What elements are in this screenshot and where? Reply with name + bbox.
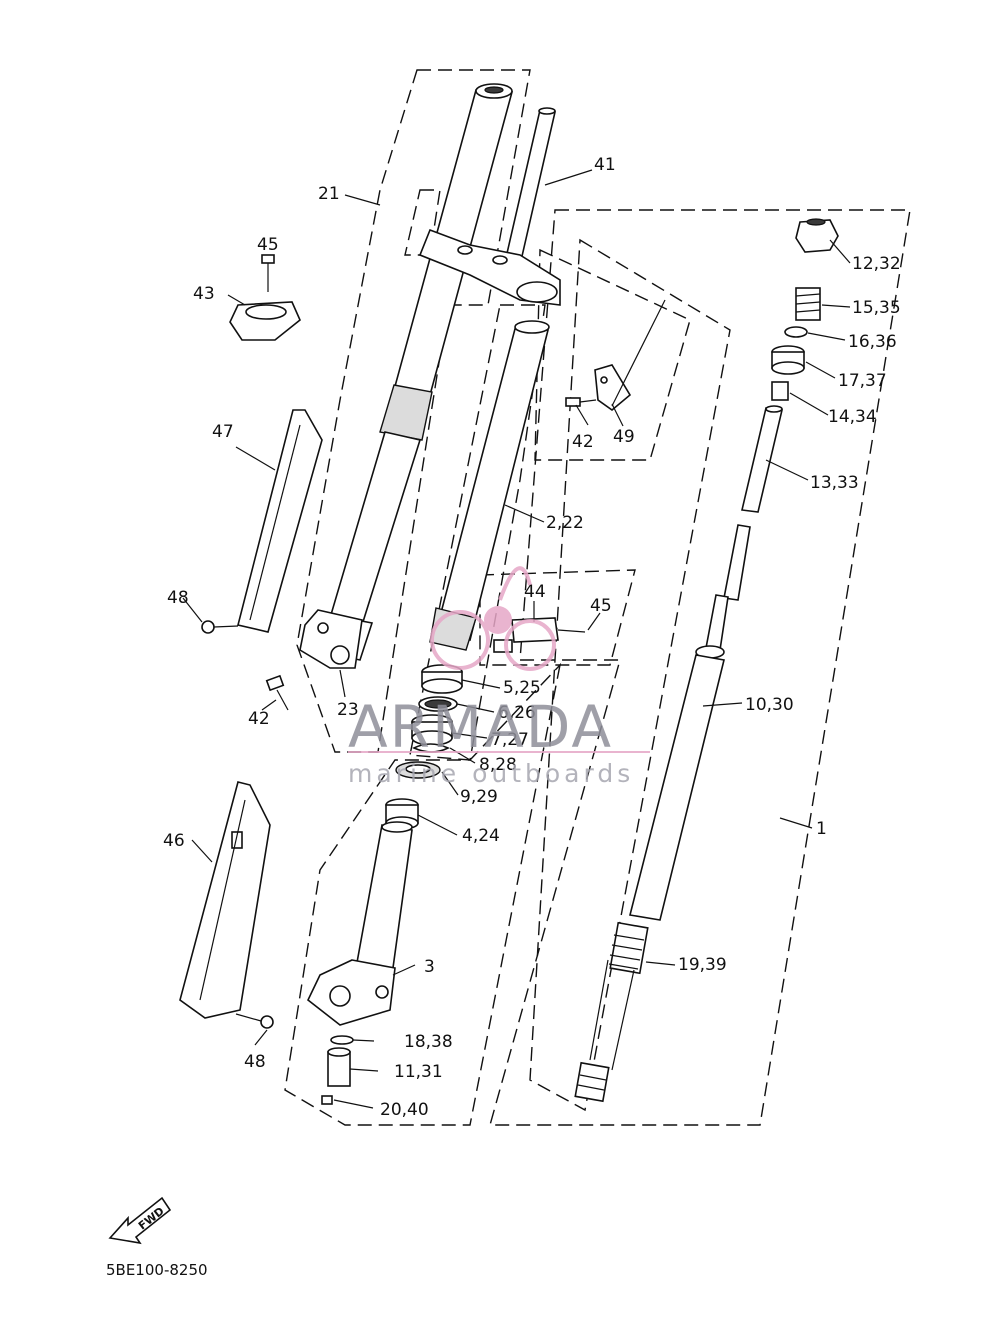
- spacer-tube-part-13: [723, 405, 783, 601]
- callout-3: 3: [424, 957, 435, 977]
- callout-14-34: 14,34: [828, 407, 877, 427]
- callout-45-right: 45: [590, 596, 612, 616]
- callout-16-36: 16,36: [848, 332, 897, 352]
- callout-48-lower: 48: [244, 1052, 266, 1072]
- callout-47: 47: [212, 422, 234, 442]
- callout-43: 43: [193, 284, 215, 304]
- callout-41: 41: [594, 155, 616, 175]
- fork-spring-part-19: [574, 921, 649, 1103]
- callout-12-32: 12,32: [852, 254, 901, 274]
- fork-guard-part-46: [179, 781, 271, 1019]
- callout-21: 21: [318, 184, 340, 204]
- callout-42-upper: 42: [572, 432, 594, 452]
- o-ring-part-18: [330, 1035, 354, 1045]
- collar-part-17: [771, 345, 805, 375]
- drain-bolt-part-20: [321, 1095, 333, 1105]
- bolt-part-48-upper: [201, 620, 239, 634]
- fork-guard-part-47: [237, 409, 323, 633]
- washer-part-16: [784, 326, 808, 338]
- bolt-part-45-left: [261, 254, 275, 292]
- bracket-part-49: [594, 364, 632, 412]
- callout-11-31: 11,31: [394, 1062, 443, 1082]
- dust-seal-part-9: [395, 761, 441, 779]
- assembly-boundary-cartridge: [529, 238, 731, 1112]
- callout-13-33: 13,33: [810, 473, 859, 493]
- watermark-tagline: marine outboards: [348, 759, 634, 788]
- callout-7-27: 7,27: [491, 730, 529, 750]
- watermark-logo-icon: [430, 566, 556, 671]
- callout-2-22: 2,22: [546, 513, 584, 533]
- bolt-part-42-upper: [565, 397, 597, 407]
- diagram-code: 5BE100-8250: [106, 1261, 208, 1279]
- callout-15-35: 15,35: [852, 298, 901, 318]
- callout-labels: 21 41 45 43 12,32 15,35 16,36 17,37 14,3…: [163, 155, 901, 1120]
- callout-9-29: 9,29: [460, 787, 498, 807]
- callout-49: 49: [613, 427, 635, 447]
- forward-arrow-icon: FWD: [108, 1196, 172, 1245]
- cap-bolt-part-12: [795, 218, 839, 253]
- callout-46: 46: [163, 831, 185, 851]
- watermark-brand: ARMADA: [348, 693, 613, 761]
- axle-clamp-part-23: [299, 609, 363, 669]
- callout-48-upper: 48: [167, 588, 189, 608]
- assembly-boundary-damper-kit: [479, 569, 636, 666]
- callout-42-lower: 42: [248, 709, 270, 729]
- leader-lines: [182, 169, 851, 1109]
- callout-20-40: 20,40: [380, 1100, 429, 1120]
- base-valve-part-11: [327, 1047, 351, 1087]
- callout-44: 44: [524, 582, 546, 602]
- callout-6-26: 6,26: [498, 703, 536, 723]
- nut-part-14: [771, 381, 789, 401]
- callout-23: 23: [337, 700, 359, 720]
- washer-part-6: [418, 696, 458, 712]
- callout-19-39: 19,39: [678, 955, 727, 975]
- damper-rod-part-10: [629, 594, 729, 921]
- callout-17-37: 17,37: [838, 371, 887, 391]
- clamp-part-43: [229, 301, 301, 341]
- lower-leg-part-3: [307, 821, 413, 1026]
- watermark: ARMADA marine outboards: [348, 566, 650, 788]
- bolt-part-48-lower: [235, 1013, 274, 1029]
- bolt-part-42-lower: [265, 674, 289, 711]
- callout-8-28: 8,28: [479, 755, 517, 775]
- callout-4-24: 4,24: [462, 826, 500, 846]
- assembly-boundary-lower-leg: [284, 662, 562, 1126]
- callout-1: 1: [816, 819, 827, 839]
- spring-part-15: [795, 287, 821, 321]
- callout-10-30: 10,30: [745, 695, 794, 715]
- steering-stem-part-41: [418, 107, 561, 306]
- assembly-boundary-bracket-kit: [534, 248, 691, 461]
- callout-18-38: 18,38: [404, 1032, 453, 1052]
- callout-5-25: 5,25: [503, 678, 541, 698]
- callout-45-left: 45: [257, 235, 279, 255]
